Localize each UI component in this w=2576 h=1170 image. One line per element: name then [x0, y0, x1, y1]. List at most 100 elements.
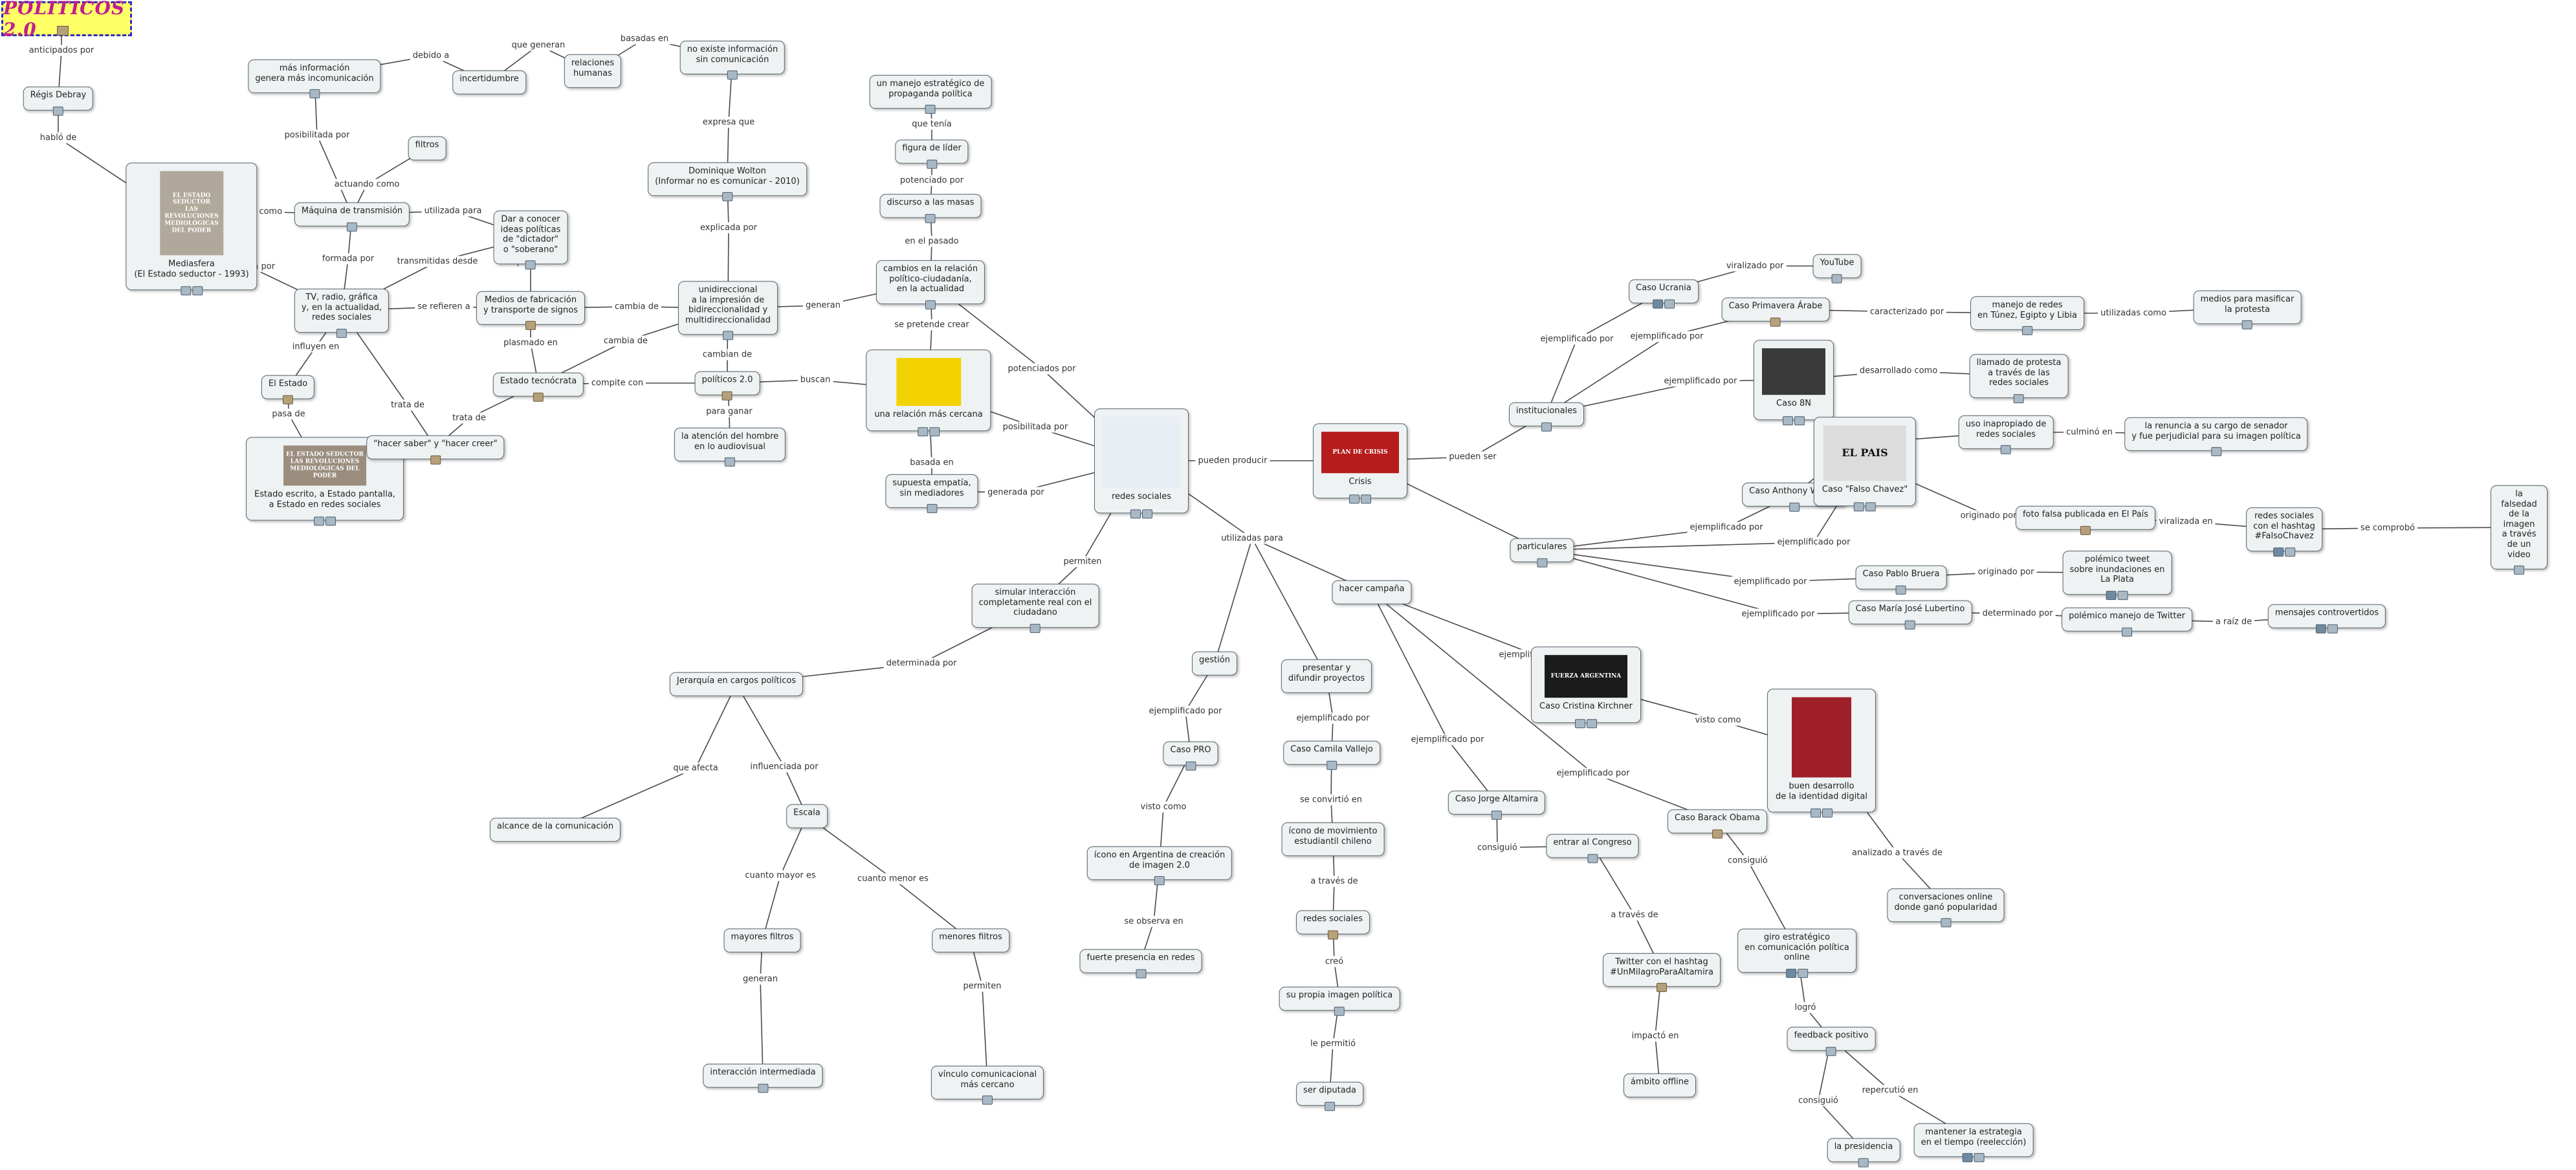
linking-phrase[interactable]: compite con [588, 377, 646, 389]
document-resource-icon[interactable] [1832, 274, 1842, 283]
document-resource-icon[interactable] [1810, 808, 1821, 818]
document-resource-icon[interactable] [1798, 968, 1808, 978]
linking-phrase[interactable]: cambia de [601, 335, 650, 347]
linking-phrase[interactable]: a través de [1308, 876, 1361, 887]
document-resource-icon[interactable] [917, 426, 928, 436]
concept-node-estado-tecnocrata[interactable]: Estado tecnócrata [492, 372, 584, 402]
document-resource-icon[interactable] [1326, 760, 1337, 770]
concept-node-filtros[interactable]: filtros [408, 136, 446, 160]
image-resource-icon[interactable] [283, 395, 293, 404]
concept-node-jerarquia[interactable]: Jerarquía en cargos políticos [669, 672, 804, 696]
linking-phrase[interactable]: permiten [960, 980, 1004, 992]
concept-node-maquina[interactable]: Máquina de transmisión [294, 202, 410, 232]
linking-phrase[interactable]: pueden ser [1446, 451, 1499, 463]
linking-phrase[interactable]: analizado a través de [1849, 847, 1945, 859]
linking-phrase[interactable]: basadas en [617, 33, 672, 45]
document-resource-icon[interactable] [309, 89, 320, 99]
concept-node-bruera[interactable]: Caso Pablo Bruera [1855, 565, 1947, 595]
concept-node-youtube[interactable]: YouTube [1812, 254, 1862, 283]
concept-node-mayores-filtros[interactable]: mayores filtros [723, 928, 801, 953]
concept-node-camila[interactable]: Caso Camila Vallejo [1283, 740, 1380, 770]
concept-node-atencion-hombre[interactable]: la atención del hombre en lo audiovisual [674, 427, 786, 467]
document-resource-icon[interactable] [1142, 509, 1152, 518]
concept-node-primavera[interactable]: Caso Primavera Árabe [1721, 297, 1830, 327]
document-resource-icon[interactable] [926, 504, 937, 514]
image-resource-icon[interactable] [1328, 930, 1338, 940]
concept-node-conversaciones[interactable]: conversaciones online donde ganó popular… [1887, 888, 2005, 928]
linking-phrase[interactable]: explicada por [698, 222, 760, 234]
linking-phrase[interactable]: cambian de [699, 349, 755, 360]
document-resource-icon[interactable] [982, 1096, 993, 1105]
concept-node-menores-filtros[interactable]: menores filtros [932, 928, 1009, 953]
document-resource-icon[interactable] [925, 105, 936, 115]
concept-node-ambito[interactable]: ámbito offline [1623, 1073, 1697, 1098]
document-resource-icon[interactable] [525, 260, 536, 270]
linking-phrase[interactable]: creó [1322, 956, 1347, 967]
document-resource-icon[interactable] [1905, 620, 1915, 630]
document-resource-icon[interactable] [336, 328, 347, 338]
linking-phrase[interactable]: ejemplificado por [1627, 331, 1706, 342]
image-resource-icon[interactable] [525, 321, 536, 331]
linking-phrase[interactable]: caracterizado por [1867, 306, 1947, 318]
document-resource-icon[interactable] [757, 1083, 768, 1093]
document-resource-icon[interactable] [1154, 876, 1165, 886]
concept-node-entrar-congreso[interactable]: entrar al Congreso [1546, 833, 1639, 863]
document-resource-icon[interactable] [1536, 558, 1547, 568]
linking-phrase[interactable]: actuando como [331, 179, 402, 190]
document-resource-icon[interactable] [1541, 422, 1552, 432]
concept-node-fuerte-presencia[interactable]: fuerte presencia en redes [1079, 949, 1202, 978]
document-resource-icon[interactable] [347, 222, 357, 232]
image-resource-icon[interactable] [2080, 525, 2091, 535]
linking-phrase[interactable]: influyen en [289, 341, 342, 353]
linking-phrase[interactable]: visto como [1692, 714, 1744, 726]
concept-node-tv-radio[interactable]: TV, radio, gráfica y, en la actualidad, … [294, 289, 390, 338]
linking-phrase[interactable]: anticipados por [26, 45, 97, 56]
linking-phrase[interactable]: ejemplificado por [1731, 576, 1810, 588]
document-resource-icon[interactable] [2014, 393, 2024, 403]
document-resource-icon[interactable] [1895, 585, 1906, 595]
linking-phrase[interactable]: generan [802, 300, 844, 311]
document-resource-icon[interactable] [2242, 320, 2252, 330]
image-resource-icon[interactable] [721, 391, 732, 401]
document-resource-icon[interactable] [325, 516, 336, 526]
document-resource-icon[interactable] [1586, 718, 1597, 728]
document-resource-icon[interactable] [1940, 918, 1951, 928]
concept-node-obama[interactable]: Caso Barack Obama [1668, 809, 1767, 839]
concept-node-icono-argentina[interactable]: ícono en Argentina de creación de imagen… [1086, 846, 1233, 886]
linking-phrase[interactable]: consiguió [1475, 842, 1520, 854]
concept-node-foto-falsa[interactable]: foto falsa publicada en El País [2015, 505, 2156, 535]
concept-node-relacion-cercana[interactable]: una relación más cercana [866, 349, 991, 436]
document-resource-icon[interactable] [925, 300, 936, 309]
document-resource-icon[interactable] [2328, 624, 2338, 634]
linking-phrase[interactable]: buscan [797, 374, 833, 386]
concept-node-figura-lider[interactable]: figura de líder [895, 139, 969, 169]
concept-node-renuncia[interactable]: la renuncia a su cargo de senador y fue … [2124, 417, 2308, 457]
image-resource-icon[interactable] [1712, 829, 1723, 839]
linking-phrase[interactable]: ejemplificado por [1661, 375, 1740, 387]
concept-node-unidireccional[interactable]: unidireccional a la impresión de bidirec… [678, 281, 778, 340]
image-resource-icon[interactable] [1770, 317, 1781, 327]
linking-phrase[interactable]: impactó en [1629, 1030, 1682, 1042]
concept-node-manejo-estrategico[interactable]: un manejo estratégico de propaganda polí… [869, 74, 992, 115]
document-resource-icon[interactable] [1130, 509, 1141, 518]
linking-phrase[interactable]: a través de [1608, 909, 1661, 921]
linking-phrase[interactable]: generan [740, 973, 781, 985]
concept-node-redes-hashtag[interactable]: redes sociales con el hashtag #FalsoChav… [2246, 507, 2322, 557]
concept-node-relaciones[interactable]: relaciones humanas [564, 54, 622, 89]
linking-phrase[interactable]: originado por [1957, 510, 2020, 522]
linking-phrase[interactable]: consiguió [1796, 1095, 1841, 1107]
concept-node-regis[interactable]: Régis Debray [23, 86, 94, 116]
document-resource-icon[interactable] [1865, 502, 1876, 511]
concept-node-hacer-campana[interactable]: hacer campaña [1332, 580, 1412, 604]
linking-phrase[interactable]: se comprobó [2357, 522, 2418, 534]
concept-node-medios-masificar[interactable]: medios para masificar la protesta [2193, 290, 2302, 330]
document-resource-icon[interactable] [2022, 326, 2032, 336]
document-resource-icon[interactable] [724, 458, 735, 467]
document-resource-icon[interactable] [727, 71, 738, 80]
linking-phrase[interactable]: determinado por [1979, 608, 2056, 619]
linking-phrase[interactable]: trata de [388, 399, 427, 411]
concept-node-caso-pro[interactable]: Caso PRO [1163, 741, 1218, 771]
linking-phrase[interactable]: formada por [319, 253, 377, 265]
concept-node-buen-desarrollo[interactable]: buen desarrollo de la identidad digital [1767, 689, 1876, 818]
document-resource-icon[interactable] [1324, 1101, 1335, 1111]
